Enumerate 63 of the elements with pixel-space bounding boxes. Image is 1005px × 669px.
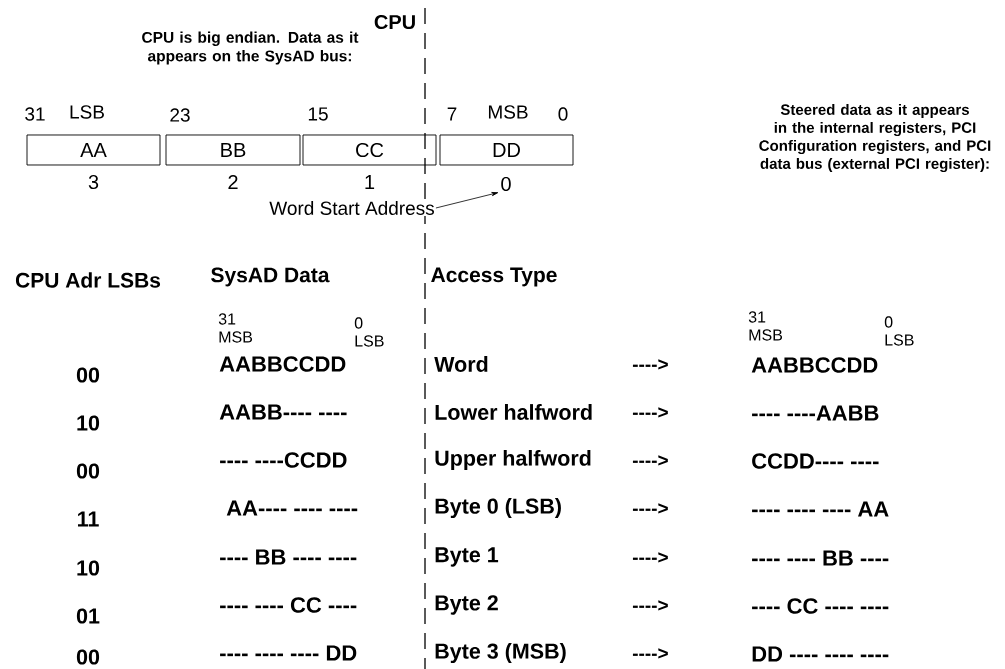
- ascii-arrow: ---->: [632, 648, 668, 659]
- access-type: Word: [434, 356, 488, 372]
- data-pattern: AABB---- ----: [219, 404, 347, 420]
- bit-label: LSB: [885, 334, 914, 346]
- bit-number: 23: [170, 108, 190, 122]
- address-bits: 01: [76, 608, 100, 624]
- bit-number: 7: [447, 107, 457, 121]
- address-bits: 10: [77, 560, 100, 576]
- heading: CPU: [374, 14, 415, 30]
- data-pattern: DD ---- ---- ----: [752, 646, 889, 662]
- heading: Steered data as it appears in the internal registers, PCI Configuration registers, and PCI data bus (external PCI register):: [759, 103, 991, 173]
- access-type: Lower halfword: [435, 404, 592, 420]
- access-type: Upper halfword: [435, 450, 591, 470]
- bit-number: 31: [218, 313, 236, 325]
- column-header: SysAD Data: [211, 267, 330, 287]
- bit-number: 31: [748, 311, 766, 323]
- ascii-arrow: ---->: [632, 407, 668, 418]
- byte-number: 3: [88, 174, 99, 190]
- byte-number: 2: [228, 175, 238, 189]
- address-bits: 00: [76, 649, 100, 665]
- byte-box: AA: [26, 134, 161, 166]
- data-pattern: ---- ----AABB: [752, 405, 879, 421]
- ascii-arrow: ---->: [632, 359, 668, 370]
- byte-box: BB: [165, 134, 301, 166]
- byte-box: DD: [439, 134, 574, 166]
- data-pattern: AABBCCDD: [219, 356, 346, 372]
- access-type: Byte 3 (MSB): [435, 643, 566, 663]
- byte-number: 0: [501, 176, 511, 192]
- data-pattern: ---- BB ---- ----: [220, 549, 357, 565]
- data-pattern: ---- CC ---- ----: [752, 598, 889, 614]
- data-pattern: ---- ----CCDD: [220, 452, 347, 468]
- heading: CPU is big endian. Data as it appears on the SysAD bus:: [142, 31, 359, 65]
- bit-label: MSB: [749, 329, 783, 341]
- bit-label: MSB: [219, 331, 253, 343]
- column-header: CPU Adr LSBs: [15, 272, 161, 288]
- bit-label: LSB: [355, 335, 384, 347]
- data-pattern: AA---- ---- ----: [226, 500, 358, 516]
- address-label: Word Start Address: [268, 200, 436, 216]
- ascii-arrow: ---->: [632, 552, 668, 563]
- address-bits: 11: [78, 511, 99, 527]
- data-pattern: AABBCCDD: [751, 357, 878, 373]
- access-type: Byte 1: [435, 547, 499, 567]
- bit-label: MSB: [488, 105, 528, 119]
- ascii-arrow: ---->: [632, 600, 668, 611]
- ascii-arrow: ---->: [632, 455, 668, 466]
- bit-number: 15: [308, 107, 328, 121]
- data-pattern: ---- ---- ---- DD: [220, 645, 357, 661]
- column-header: Access Type: [431, 267, 557, 287]
- byte-number: 1: [365, 175, 375, 189]
- data-pattern: ---- ---- BB ----: [752, 550, 889, 566]
- data-pattern: CCDD---- ----: [752, 453, 879, 469]
- bit-number: 0: [354, 317, 363, 329]
- ascii-arrow: ---->: [632, 503, 668, 514]
- address-bits: 00: [76, 367, 100, 383]
- data-pattern: ---- ---- CC ----: [220, 597, 357, 613]
- access-type: Byte 2: [435, 595, 498, 615]
- data-pattern: ---- ---- ---- AA: [752, 501, 889, 517]
- access-type: Byte 0 (LSB): [435, 498, 561, 518]
- address-bits: 00: [76, 463, 100, 479]
- bit-number: 0: [884, 316, 893, 328]
- address-bits: 10: [77, 415, 100, 431]
- leader-arrow: [435, 192, 499, 209]
- byte-box: CC: [302, 134, 437, 166]
